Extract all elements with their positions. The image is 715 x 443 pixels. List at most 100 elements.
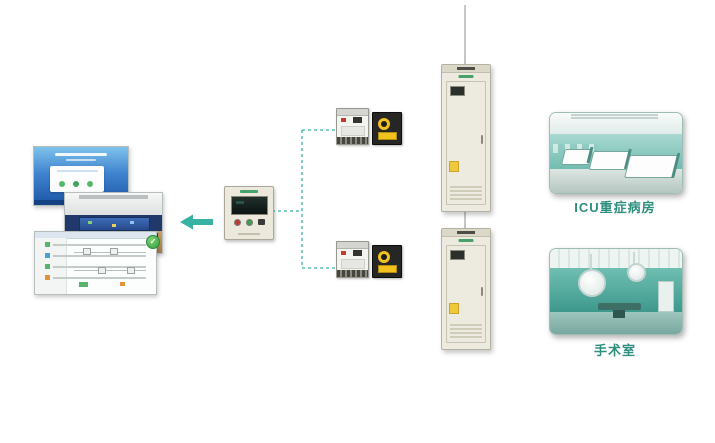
presentation-slide: [34, 147, 128, 205]
label-operating-room: 手术室: [593, 343, 636, 358]
device-list-item: [44, 241, 147, 248]
indicator-red: [341, 118, 346, 122]
cabinet-vent-slot: [457, 67, 475, 70]
monitoring-panel: [224, 186, 274, 240]
device-top-cap: [337, 242, 368, 249]
lcd-glow: [236, 201, 244, 204]
device-label-plate: [341, 126, 365, 136]
or-floor: [550, 311, 682, 334]
cabinet-top-cap: [442, 65, 490, 73]
terminal-comb: [337, 137, 368, 144]
indicator-red: [341, 251, 346, 255]
card-header-line: [56, 170, 98, 173]
ats-group-bottom: [336, 239, 402, 278]
distribution-cabinet-icu: [441, 64, 491, 212]
cabinet-display-window: [450, 86, 465, 96]
cabinet-vent-grille: [450, 186, 482, 202]
panel-keypad: [258, 219, 265, 225]
device-list-item: [44, 275, 147, 281]
panel-slot: [238, 233, 260, 235]
schematic-node: [126, 266, 135, 274]
status-swatch: [44, 275, 50, 281]
hospital-bed: [561, 149, 594, 165]
yellow-rating-label: [378, 265, 397, 273]
breaker-toggle: [353, 117, 362, 123]
transfer-switch-device: [336, 108, 369, 145]
figure-icon: [58, 181, 65, 188]
yellow-rating-label: [378, 132, 397, 140]
ceiling-light: [78, 197, 149, 200]
cabinet-vent-slot: [457, 231, 475, 234]
ceiling-light: [571, 116, 659, 119]
ats-group-top: [336, 106, 402, 145]
lamp-arm: [633, 252, 636, 266]
label-icu-ward: ICU重症病房: [574, 200, 656, 215]
item-text-line: [52, 277, 147, 280]
status-swatch: [44, 264, 50, 270]
device-label-plate: [341, 259, 365, 269]
breaker-toggle: [353, 250, 362, 256]
figure-icon: [72, 181, 79, 188]
medical-equipment-tower: [657, 281, 675, 313]
surgical-lamp: [626, 262, 646, 282]
surgical-lamp: [577, 269, 606, 298]
icu-ward-photo: [549, 112, 683, 194]
device-top-cap: [337, 109, 368, 116]
item-text-line: [52, 255, 147, 258]
warning-sticker: [449, 161, 459, 172]
check-icon: ✓: [146, 235, 160, 249]
terminal-comb: [337, 270, 368, 277]
slide-title-bar: [54, 152, 108, 156]
schematic-node: [110, 248, 119, 256]
slide-subtitle-bar: [65, 158, 97, 161]
status-swatch: [44, 253, 50, 259]
figure-icon: [87, 181, 94, 188]
or-ceiling: [550, 249, 682, 268]
cabinet-door: [446, 245, 486, 343]
cabinet-vent-grille: [450, 324, 482, 340]
hospital-bed: [623, 154, 679, 178]
isolation-transformer-device: [372, 112, 402, 145]
device-list-item: [44, 253, 147, 259]
item-text-line: [52, 243, 147, 246]
scada-ui: [35, 232, 156, 294]
status-bar-green: [78, 281, 88, 287]
cabinet-handle: [481, 135, 483, 145]
cabinet-display-window: [450, 250, 465, 260]
warning-sticker: [449, 303, 459, 314]
left-arrow-icon: [180, 214, 213, 230]
distribution-cabinet-or: [441, 228, 491, 350]
lamp-arm: [589, 254, 592, 273]
schematic-node: [97, 266, 106, 274]
scada-toolbar: [35, 232, 156, 239]
slide-graphic-card: [49, 166, 105, 192]
panel-green-button: [246, 219, 253, 226]
screen-scada-schematic: ✓: [34, 231, 160, 295]
screen-wall: [65, 214, 162, 232]
scada-device-list: [35, 237, 68, 294]
hospital-bed: [588, 151, 631, 171]
video-wall-pixel: [87, 221, 92, 225]
icu-ceiling: [550, 113, 682, 134]
status-bar-orange: [119, 281, 125, 286]
transformer-coil-icon: [378, 118, 390, 130]
panel-red-button: [234, 219, 241, 226]
table-pedestal: [613, 310, 626, 318]
video-wall-pixel: [129, 220, 134, 224]
status-swatch: [44, 241, 50, 247]
schematic-bus-line: [73, 270, 147, 272]
ceiling-light: [78, 194, 149, 197]
panel-brand-mark: [240, 190, 258, 193]
cabinet-handle: [481, 286, 483, 296]
cabinet-brand-mark: [458, 239, 474, 242]
operating-table: [597, 302, 642, 311]
cabinet-brand-mark: [458, 75, 474, 78]
transfer-switch-device: [336, 241, 369, 278]
isolation-transformer-device: [372, 245, 402, 278]
transformer-coil-icon: [378, 251, 390, 263]
cabinet-top-cap: [442, 229, 490, 237]
ceiling-light: [571, 114, 659, 117]
schematic-node: [83, 248, 92, 256]
panel-lcd-screen: [231, 196, 268, 215]
